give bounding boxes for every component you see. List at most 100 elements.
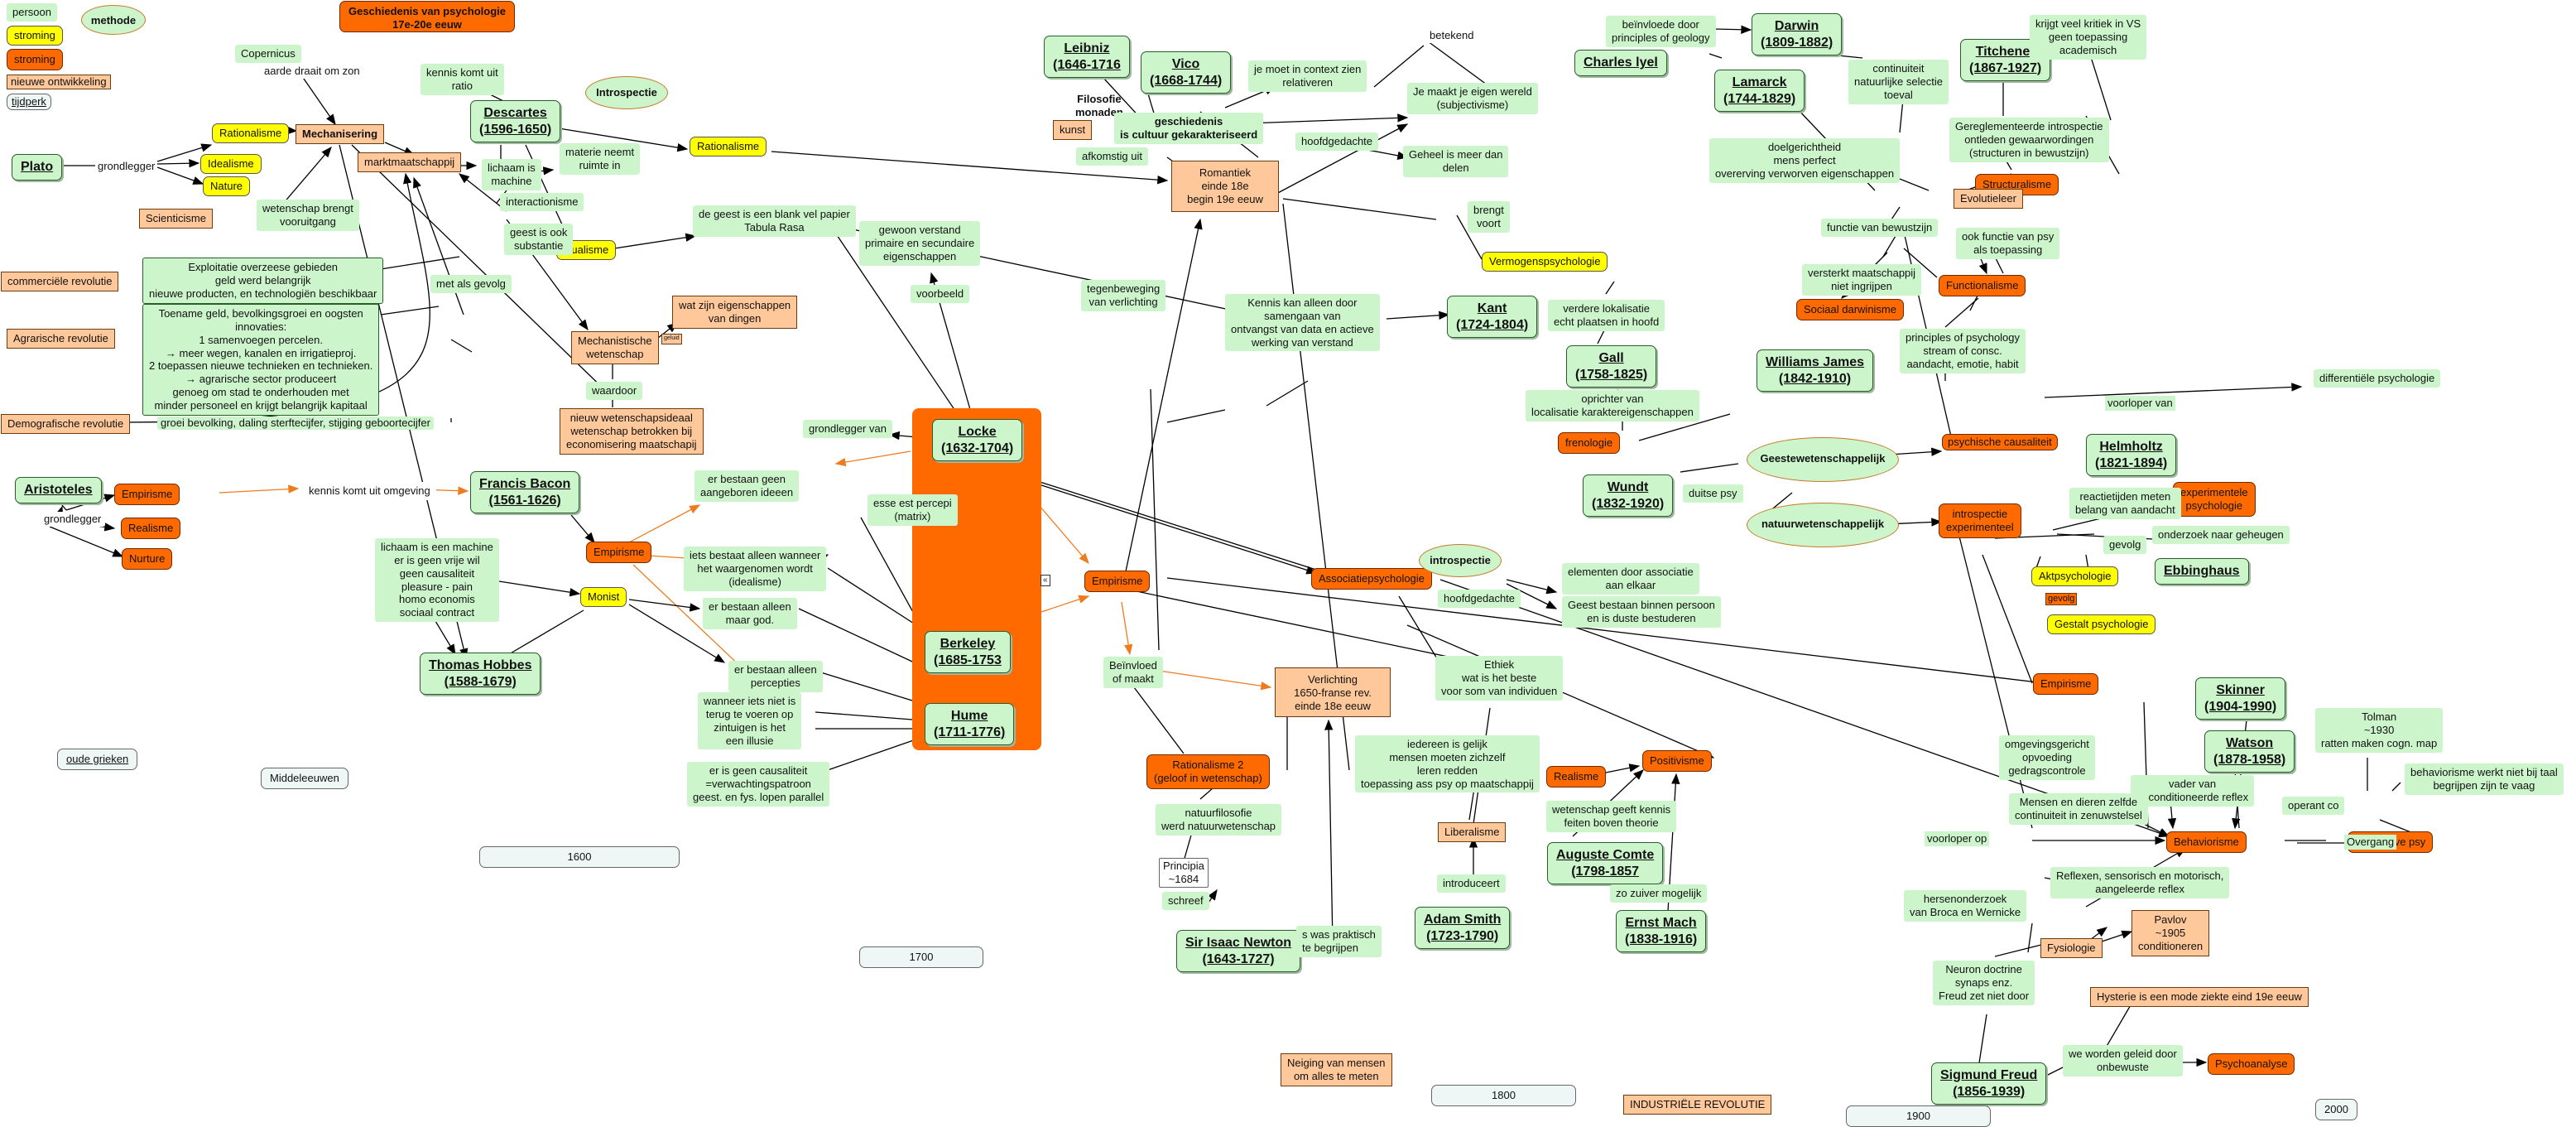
development-demografische-revolutie[interactable]: Demografische revolutie [1, 414, 131, 434]
person-helmholtz[interactable]: Helmholtz (1821-1894) [2086, 434, 2177, 477]
person-smith[interactable]: Adam Smith (1723-1790) [1415, 907, 1511, 950]
stream-positivisme[interactable]: Positivisme [1642, 750, 1712, 772]
person-newton[interactable]: Sir Isaac Newton (1643-1727) [1176, 930, 1301, 973]
development-evolutieleer[interactable]: Evolutieleer [1954, 189, 2023, 209]
person-darwin[interactable]: Darwin (1809-1882) [1752, 13, 1843, 56]
stream-sociaal-darwinisme[interactable]: Sociaal darwinisme [1796, 299, 1904, 320]
period-middeleeuwen[interactable]: Middeleeuwen [261, 768, 348, 789]
development-kunst[interactable]: kunst [1053, 120, 1093, 140]
person-comte[interactable]: Auguste Comte (1798-1857 [1547, 842, 1664, 885]
development-scienticisme[interactable]: Scienticisme [139, 209, 213, 229]
movement-monist[interactable]: Monist [580, 587, 627, 607]
development-mechanisering[interactable]: Mechanisering [296, 124, 385, 144]
period-1700[interactable]: 1700 [859, 946, 983, 968]
development-wetenschapsideaal[interactable]: nieuw wetenschapsideaal wetenschap betro… [560, 408, 704, 455]
person-ebbinghaus[interactable]: Ebbinghaus [2155, 558, 2249, 585]
label-reflexen: Reflexen, sensorisch en motorisch, aange… [2050, 867, 2230, 898]
person-hobbes[interactable]: Thomas Hobbes (1588-1679) [420, 653, 541, 696]
stream-empirisme-bacon[interactable]: Empirisme [586, 542, 652, 563]
development-neiging[interactable]: Neiging van mensen om alles te meten [1281, 1053, 1392, 1086]
person-plato[interactable]: Plato [12, 154, 63, 181]
label-differentiele: differentiële psychologie [2314, 369, 2441, 388]
development-hysterie[interactable]: Hysterie is een mode ziekte eind 19e eeu… [2090, 987, 2309, 1007]
person-descartes[interactable]: Descartes (1596-1650) [470, 100, 561, 143]
label-introduceert: introduceert [1437, 874, 1506, 893]
label-wetenschap-kennis: wetenschap geeft kennis feiten boven the… [1546, 801, 1677, 832]
stream-psychoanalyse[interactable]: Psychoanalyse [2208, 1053, 2295, 1075]
person-mach[interactable]: Ernst Mach (1838-1916) [1616, 910, 1707, 953]
stream-psychische-causaliteit[interactable]: psychische causaliteit [1942, 434, 2058, 450]
person-wundt[interactable]: Wundt (1832-1920) [1583, 474, 1674, 518]
person-freud[interactable]: Sigmund Freud (1856-1939) [1931, 1062, 2047, 1105]
development-pavlov[interactable]: Pavlov ~1905 conditioneren [2131, 910, 2210, 956]
development-romantiek[interactable]: Romantiek einde 18e begin 19e eeuw [1171, 161, 1279, 212]
method-natuurwetenschappelijk[interactable]: natuurwetenschappelijk [1747, 503, 1899, 547]
person-lamarck[interactable]: Lamarck (1744-1829) [1714, 70, 1805, 113]
stream-introspectie-experimenteel[interactable]: introspectie experimenteel [1939, 503, 2021, 538]
person-james[interactable]: Williams James (1842-1910) [1757, 349, 1874, 393]
person-hume[interactable]: Hume (1711-1776) [925, 703, 1015, 746]
method-introspectie[interactable]: Introspectie [585, 76, 668, 109]
person-skinner[interactable]: Skinner (1904-1990) [2195, 677, 2286, 720]
stream-rationalisme-2[interactable]: Rationalisme 2 (geloof in wetenschap) [1146, 754, 1270, 789]
movement-rationalisme-2[interactable]: Rationalisme [690, 137, 767, 157]
person-lyell[interactable]: Charles lyel [1574, 50, 1667, 76]
stream-behaviorisme[interactable]: Behaviorisme [2166, 831, 2247, 853]
person-vico[interactable]: Vico (1668-1744) [1141, 51, 1232, 94]
movement-nature[interactable]: Nature [203, 176, 251, 196]
development-liberalisme[interactable]: Liberalisme [1438, 822, 1507, 842]
method-geestewetenschappelijk[interactable]: Geestewetenschappelijk [1747, 437, 1899, 482]
stream-experimentele-psychologie[interactable]: experimentele psychologie [2173, 482, 2256, 517]
stream-empirisme-right[interactable]: Empirisme [2033, 673, 2099, 695]
movement-rationalisme[interactable]: Rationalisme [212, 123, 290, 143]
stream-functionalisme[interactable]: Functionalisme [1939, 275, 2026, 296]
development-industriele-revolutie[interactable]: INDUSTRIËLE REVOLUTIE [1623, 1095, 1772, 1115]
method-introspectie-2[interactable]: introspectie [1419, 544, 1502, 577]
development-geluid[interactable]: geluid [661, 334, 682, 344]
development-agrarische-revolutie[interactable]: Agrarische revolutie [7, 329, 115, 349]
person-kant[interactable]: Kant (1724-1804) [1447, 296, 1538, 339]
person-berkeley[interactable]: Berkeley (1685-1753 [925, 631, 1011, 674]
label-beinvloed: Beïnvloed of maakt [1103, 657, 1163, 688]
label-elementen: elementen door associatie aan elkaar [1562, 563, 1699, 595]
movement-gestalt[interactable]: Gestalt psychologie [2047, 614, 2156, 634]
period-1800[interactable]: 1800 [1431, 1085, 1576, 1106]
person-watson[interactable]: Watson (1878-1958) [2204, 730, 2295, 773]
stream-realisme[interactable]: Realisme [1546, 766, 1607, 787]
period-oude-grieken[interactable]: oude grieken [57, 749, 138, 770]
period-1900[interactable]: 1900 [1846, 1105, 1991, 1127]
development-fysiologie[interactable]: Fysiologie [2040, 938, 2103, 958]
label-aarde: aarde draait om zon [262, 64, 363, 79]
development-eigenschappen[interactable]: wat zijn eigenschappen van dingen [672, 296, 798, 329]
label-tolman: Tolman ~1930 ratten maken cogn. map [2315, 708, 2444, 753]
development-mechanistische-wetenschap[interactable]: Mechanistische wetenschap [571, 331, 659, 364]
stream-empirisme-mid[interactable]: Empirisme [1084, 571, 1151, 592]
development-marktmaatschappij[interactable]: marktmaatschappij [358, 152, 462, 172]
label-esse: esse est percepi (matrix) [867, 494, 958, 526]
person-gall[interactable]: Gall (1758-1825) [1566, 345, 1657, 388]
label-praktisch: s was praktisch te begrijpen [1296, 926, 1382, 957]
stream-empirisme-aristoteles[interactable]: Empirisme [114, 484, 180, 505]
stream-realisme-aristoteles[interactable]: Realisme [121, 518, 181, 539]
collapse-icon[interactable]: « [1040, 575, 1050, 587]
period-2000[interactable]: 2000 [2315, 1099, 2357, 1120]
person-locke[interactable]: Locke (1632-1704) [932, 419, 1023, 462]
development-commerciele-revolutie[interactable]: commerciële revolutie [1, 272, 119, 291]
movement-vermogenspsychologie[interactable]: Vermogenspsychologie [1482, 252, 1608, 272]
label-toename: Toename geld, bevolkingsgroei en oogsten… [142, 304, 380, 416]
movement-aktpsychologie[interactable]: Aktpsychologie [2031, 566, 2119, 586]
development-verlichting[interactable]: Verlichting 1650-franse rev. einde 18e e… [1275, 667, 1391, 717]
person-aristoteles[interactable]: Aristoteles [15, 477, 102, 503]
stream-nurture[interactable]: Nurture [122, 548, 173, 570]
person-leibniz[interactable]: Leibniz (1646-1716 [1044, 36, 1130, 79]
stream-frenologie[interactable]: frenologie [1558, 432, 1621, 454]
legend-stream: stroming [7, 49, 63, 70]
label-kennis-ratio: kennis komt uit ratio [421, 64, 504, 95]
label-doelgerichtheid: doelgerichtheid mens perfect overerving … [1709, 138, 1901, 183]
movement-idealisme[interactable]: Idealisme [200, 154, 262, 174]
period-1600[interactable]: 1600 [479, 846, 680, 868]
person-bacon[interactable]: Francis Bacon (1561-1626) [470, 471, 580, 514]
label-iedereen: iedereen is gelijk mensen moeten zichzel… [1355, 735, 1540, 793]
stream-associatiepsychologie[interactable]: Associatiepsychologie [1311, 568, 1432, 590]
